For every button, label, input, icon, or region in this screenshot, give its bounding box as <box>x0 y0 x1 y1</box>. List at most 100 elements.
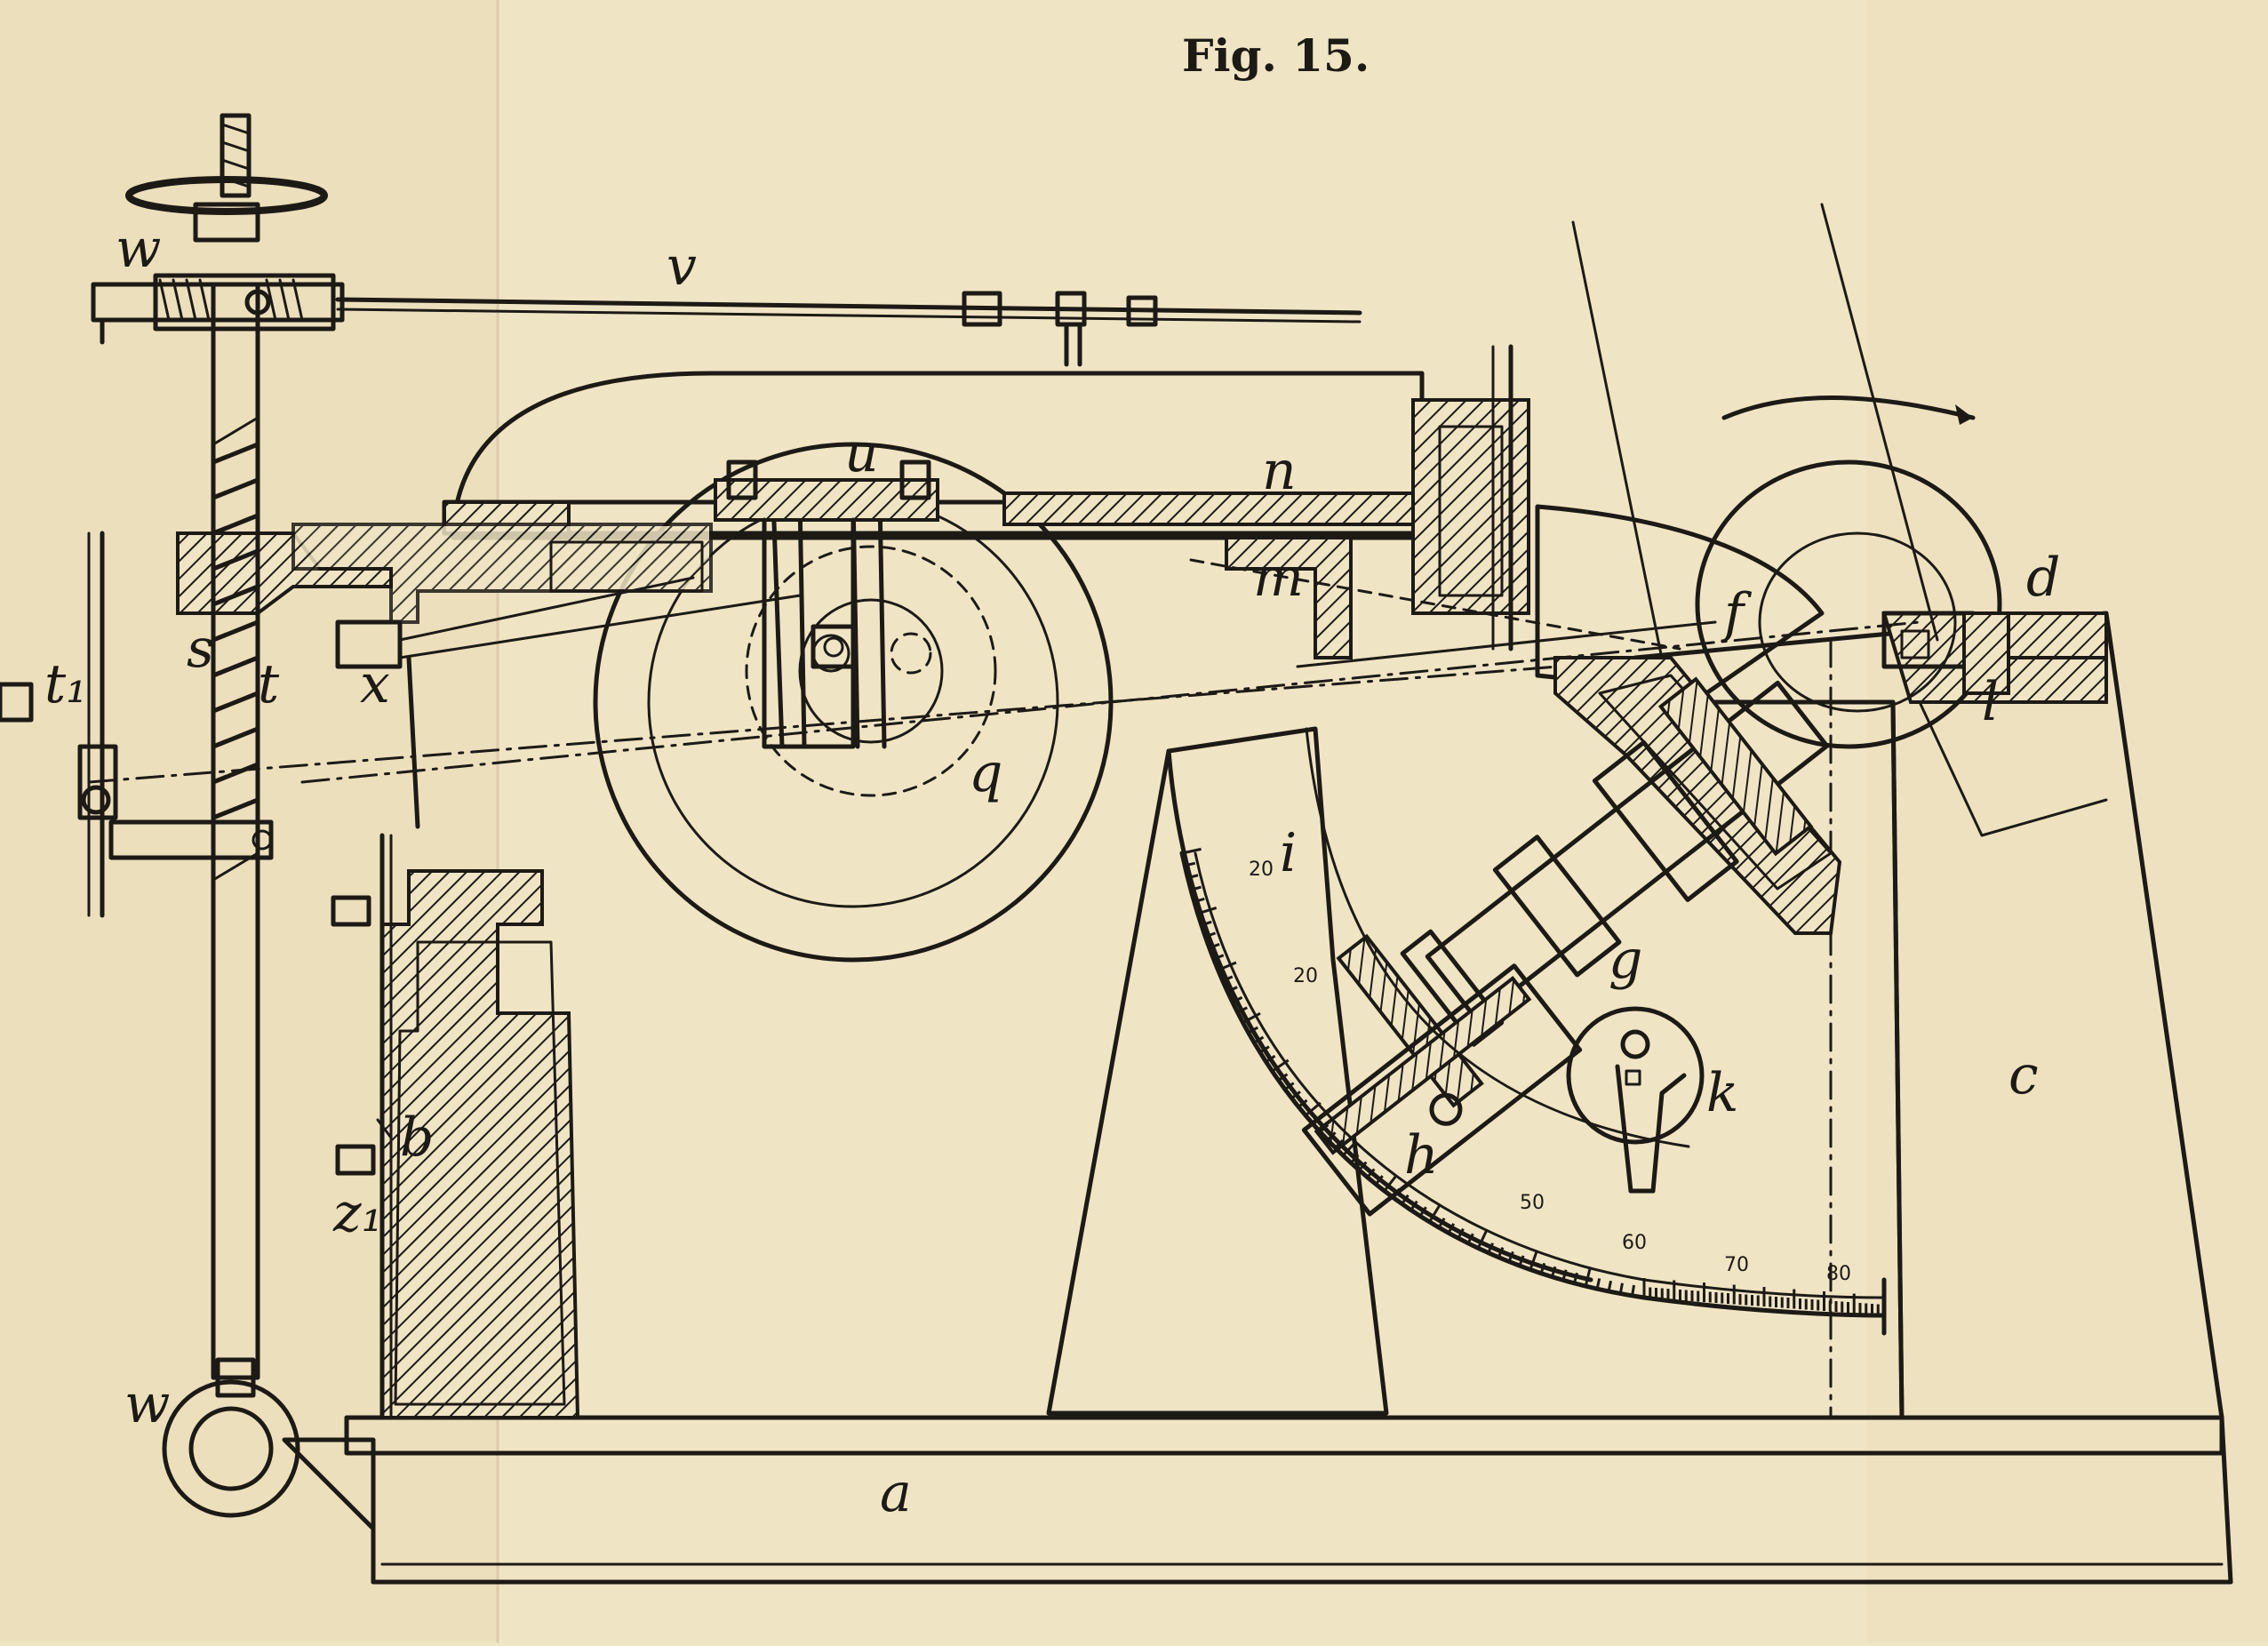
scale-tick <box>1232 995 1243 1003</box>
scale-tick <box>1418 1206 1427 1218</box>
scale-tick <box>1618 1282 1624 1294</box>
scale-tick <box>1209 942 1220 949</box>
label-g: g <box>1609 929 1642 991</box>
label-w: w <box>116 218 161 280</box>
scale-tick <box>1326 1131 1337 1141</box>
scale-tick <box>1607 1280 1612 1292</box>
scale-tick <box>1319 1123 1330 1133</box>
label-s: s <box>187 618 214 680</box>
angled-spindle-assembly <box>1301 656 1842 1217</box>
label-d: d <box>2026 547 2060 609</box>
scale-tick <box>1550 1266 1557 1278</box>
label-i: i <box>1280 822 1297 884</box>
scale-tick <box>1428 1204 1441 1223</box>
scale-tick <box>1226 986 1238 994</box>
construction-lines <box>87 203 1976 784</box>
scale-tick <box>1457 1227 1465 1239</box>
scale-tick <box>1222 975 1234 983</box>
middle-stand <box>1046 726 1389 1416</box>
label-k: k <box>1706 1062 1738 1124</box>
scale-tick <box>1573 1272 1578 1284</box>
scale-tick <box>1253 1035 1265 1044</box>
label-f: f <box>1721 582 1753 644</box>
left-pedestal <box>331 833 580 1420</box>
base-plate <box>344 1415 2233 1585</box>
scale-tick <box>1595 1278 1601 1290</box>
scale-tick <box>1392 1187 1401 1199</box>
scale-tick <box>1277 1073 1289 1082</box>
label-a: a <box>880 1462 912 1524</box>
handwheel[interactable] <box>91 176 345 345</box>
horizontal-rod <box>335 291 1362 367</box>
upper-arm <box>442 344 1530 749</box>
mid-lever-bar <box>176 523 802 829</box>
scale-tick <box>1290 1091 1301 1099</box>
figure-labels: w v n u m f d s t t₁ x q i g k h b z₁ c … <box>44 218 2060 1524</box>
scale-tick <box>1561 1269 1568 1281</box>
scale-tick <box>1298 1099 1308 1108</box>
label-t: t <box>258 653 280 715</box>
grinding-wheels <box>1535 459 2108 749</box>
scale-tick <box>1271 1059 1290 1073</box>
scale-tick <box>1284 1082 1295 1091</box>
scale-tick <box>1410 1200 1418 1211</box>
scale-20a: 20 <box>1249 859 1274 881</box>
scale-tick <box>1342 1140 1358 1157</box>
scale-tick <box>1194 897 1205 904</box>
label-c: c <box>2008 1044 2039 1107</box>
scale-tick <box>1334 1139 1345 1149</box>
label-v: v <box>667 236 697 298</box>
scale-50: 50 <box>1520 1192 1545 1214</box>
scale-80: 80 <box>1826 1263 1851 1285</box>
scale-tick <box>1181 847 1202 855</box>
scale-tick <box>1248 1026 1258 1035</box>
scale-tick <box>1197 906 1218 915</box>
label-b: b <box>400 1107 434 1169</box>
scale-tick <box>1374 1175 1384 1186</box>
scale-20b: 20 <box>1293 965 1318 987</box>
scale-tick <box>1312 1115 1322 1125</box>
scale-tick <box>1190 885 1202 891</box>
label-x: x <box>360 653 390 715</box>
label-l: l <box>1982 671 1999 733</box>
label-q: q <box>969 742 1002 804</box>
angle-scale-arc <box>1166 727 1887 1336</box>
scale-60: 60 <box>1622 1232 1647 1254</box>
scale-ticks <box>1181 847 1886 1315</box>
figure-title: Fig. 15. <box>1182 29 1370 82</box>
lower-clamp <box>162 1357 376 1531</box>
scale-numerals: 50 60 70 80 20 20 <box>1249 859 1851 1285</box>
scale-tick <box>1184 861 1196 867</box>
scale-70: 70 <box>1724 1254 1749 1276</box>
scale-tick <box>1518 1255 1525 1266</box>
scale-tick <box>1187 874 1199 880</box>
label-h: h <box>1404 1124 1439 1187</box>
scale-tick <box>1584 1266 1592 1287</box>
scale-tick <box>1401 1194 1410 1205</box>
scale-tick <box>1447 1223 1456 1234</box>
scale-tick <box>1437 1218 1446 1228</box>
label-t1: t₁ <box>44 653 87 715</box>
scale-tick <box>1242 1011 1261 1024</box>
scale-tick <box>1350 1154 1360 1164</box>
scale-tick <box>1358 1161 1368 1171</box>
scale-tick <box>1305 1101 1322 1117</box>
scale-tick <box>1497 1247 1505 1258</box>
scale-tick <box>1265 1054 1276 1063</box>
label-w-lower: w <box>124 1373 170 1435</box>
label-u: u <box>844 422 879 484</box>
label-z1: z₁ <box>332 1182 383 1244</box>
scale-tick <box>1487 1242 1494 1254</box>
scale-tick <box>1507 1250 1514 1263</box>
scale-tick <box>1204 931 1217 939</box>
side-bracket <box>0 531 274 918</box>
label-m: m <box>1253 547 1304 609</box>
scale-tick <box>1631 1284 1636 1297</box>
scale-tick <box>1213 954 1225 961</box>
scale-tick <box>1383 1174 1398 1192</box>
scale-tick <box>1366 1168 1376 1179</box>
scale-tick <box>1539 1262 1546 1274</box>
